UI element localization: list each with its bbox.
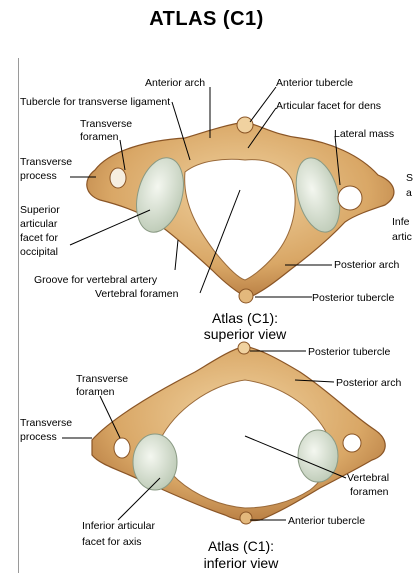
label-transverse-process-1: Transverse xyxy=(20,156,73,168)
inferior-anterior-tubercle xyxy=(239,511,253,525)
label-inf-transverse-foramen-1: Transverse xyxy=(76,373,129,385)
label-inf-posterior-tubercle: Posterior tubercle xyxy=(308,346,391,358)
label-cut-right-1: S xyxy=(406,172,413,184)
label-cut-right-3: Infe xyxy=(392,216,410,228)
label-transverse-foramen-1: Transverse xyxy=(80,118,133,130)
inferior-caption-line2: inferior view xyxy=(203,555,279,571)
posterior-tubercle xyxy=(238,288,254,304)
anterior-tubercle xyxy=(236,116,254,134)
right-superior-facet xyxy=(295,157,341,233)
label-transverse-process-2: process xyxy=(20,170,57,182)
label-posterior-tubercle: Posterior tubercle xyxy=(312,292,395,304)
label-anterior-arch: Anterior arch xyxy=(145,77,206,89)
label-posterior-arch: Posterior arch xyxy=(334,259,400,271)
label-inf-transverse-foramen-2: foramen xyxy=(76,386,115,398)
leader-lines xyxy=(62,86,347,521)
label-superior-facet-4: occipital xyxy=(20,246,58,258)
page-title: ATLAS (C1) xyxy=(149,8,264,30)
label-groove-vertebral-artery: Groove for vertebral artery xyxy=(34,274,158,286)
label-transverse-foramen-2: foramen xyxy=(80,131,119,143)
label-inf-anterior-tubercle: Anterior tubercle xyxy=(288,515,366,527)
label-inf-inferior-facet-1: Inferior articular xyxy=(82,520,155,532)
label-tubercle-transverse-ligament: Tubercle for transverse ligament xyxy=(20,96,171,108)
label-vertebral-foramen: Vertebral foramen xyxy=(95,288,179,300)
label-superior-facet-1: Superior xyxy=(20,204,60,216)
label-inf-transverse-process-2: process xyxy=(20,431,57,443)
label-articular-facet-dens: Articular facet for dens xyxy=(276,100,382,112)
label-inf-vertebral-foramen-2: foramen xyxy=(350,486,389,498)
label-lateral-mass: Lateral mass xyxy=(334,128,395,140)
divider-line xyxy=(18,58,19,573)
label-inf-transverse-process-1: Transverse xyxy=(20,417,73,429)
superior-caption-line2: superior view xyxy=(203,326,287,342)
left-superior-facet xyxy=(136,157,184,233)
label-superior-facet-3: facet for xyxy=(20,232,58,244)
label-inf-inferior-facet-2: facet for axis xyxy=(82,536,142,548)
inferior-caption-line1: Atlas (C1): xyxy=(207,538,275,554)
label-inf-posterior-arch: Posterior arch xyxy=(336,377,402,389)
label-inf-vertebral-foramen-1: Vertebral xyxy=(347,472,390,484)
label-cut-right-4: artic xyxy=(392,231,412,243)
label-cut-right-2: a xyxy=(406,187,412,199)
superior-view-drawing xyxy=(86,116,395,304)
label-anterior-tubercle: Anterior tubercle xyxy=(276,77,354,89)
superior-caption-line1: Atlas (C1): xyxy=(211,310,279,326)
right-transverse-foramen xyxy=(337,185,363,211)
left-inferior-transverse-foramen xyxy=(113,437,131,459)
right-inferior-transverse-foramen xyxy=(342,433,362,453)
label-superior-facet-2: articular xyxy=(20,218,58,230)
right-inferior-facet xyxy=(297,429,339,483)
superior-vertebral-foramen xyxy=(184,158,296,281)
inferior-view-drawing xyxy=(91,341,386,525)
inferior-posterior-tubercle xyxy=(237,341,251,355)
left-inferior-facet xyxy=(132,433,178,491)
left-transverse-foramen xyxy=(109,167,127,189)
